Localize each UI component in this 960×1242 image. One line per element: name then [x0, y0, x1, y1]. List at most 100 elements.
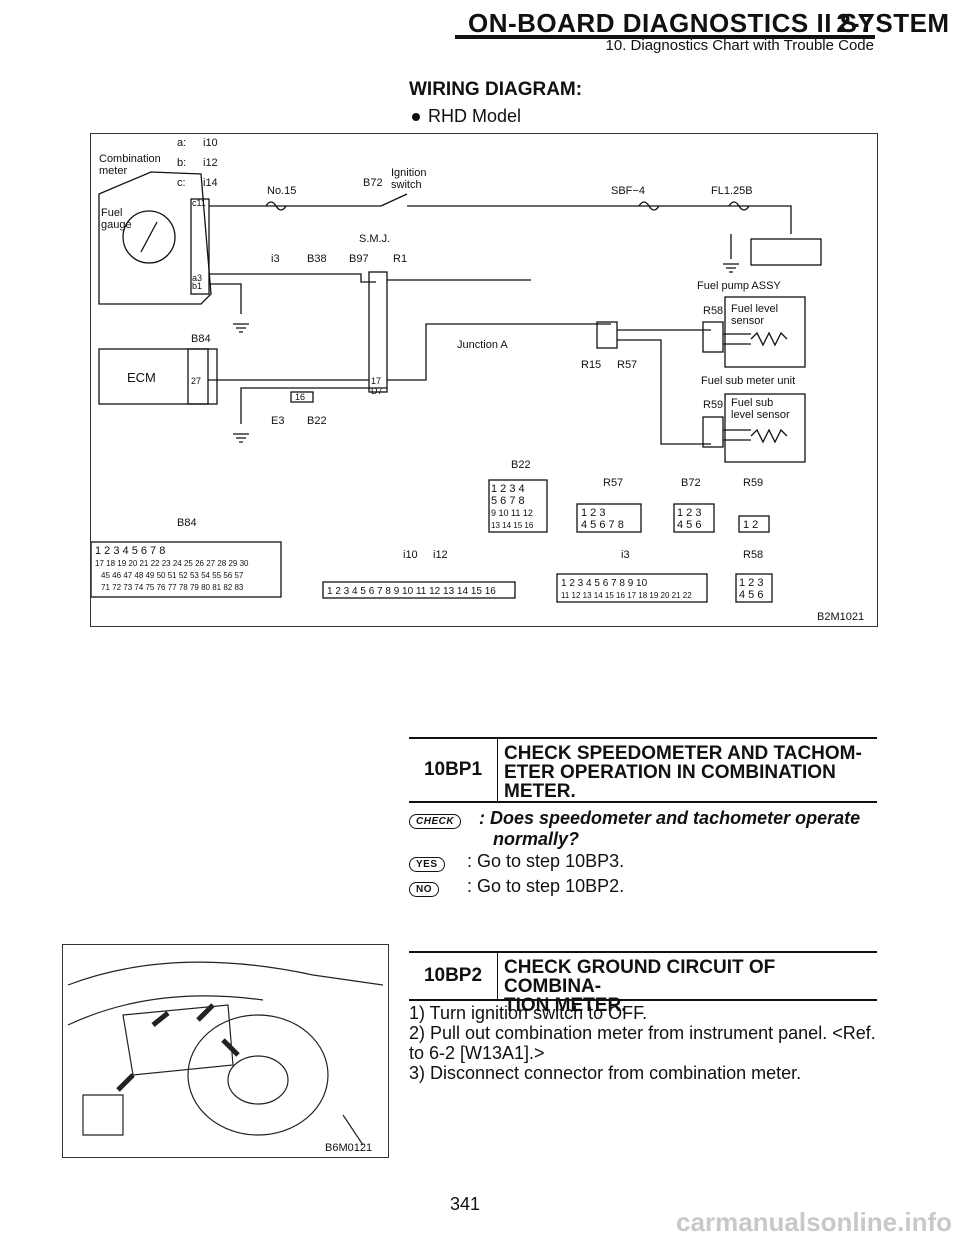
arrow-icon-1	[151, 1011, 170, 1027]
yes-prefix: : Go to step	[467, 851, 566, 871]
i10-i12-connector-face	[322, 581, 516, 599]
instruction-2: 2) Pull out combination meter from instr…	[409, 1023, 876, 1043]
photo-figure-id: B6M0121	[325, 1142, 372, 1154]
label-e3: E3	[271, 415, 284, 427]
b72-connector-face	[673, 503, 715, 533]
fuel-gauge-needle	[140, 221, 158, 253]
wire-b1	[209, 273, 376, 283]
yes-step-link[interactable]: 10BP3	[565, 851, 620, 871]
combination-meter-photo: B6M0121	[62, 944, 389, 1158]
instruction-2-ref: to 6-2 [W13A1].>	[409, 1043, 545, 1063]
label-b97: B97	[349, 253, 369, 265]
label-i10: i10	[203, 137, 218, 149]
combination-meter-outline	[98, 171, 212, 305]
steering-wheel-outline	[187, 1014, 329, 1136]
no-badge-icon: NO	[409, 882, 439, 897]
i3-row-1: 1 2 3 4 5 6 7 8 9 10	[561, 578, 648, 589]
check-question-text: : Does speedometer and tachometer operat…	[479, 808, 879, 850]
wiring-diagram-figure: Combination meter a: b: c: i10 i12 i14 F…	[90, 133, 878, 627]
step-10bp1-header: 10BP1 CHECK SPEEDOMETER AND TACHOM- ETER…	[409, 737, 877, 803]
label-b22-face: B22	[511, 459, 531, 471]
no-answer-row: NO : Go to step 10BP2.	[409, 876, 624, 897]
fuel-sub-resistor	[750, 428, 788, 444]
b22-row-3: 9 10 11 12	[491, 508, 533, 518]
step-10bp2-title-line-1: CHECK GROUND CIRCUIT OF COMBINA-	[504, 957, 776, 997]
r58-row-2: 4 5 6	[739, 589, 763, 601]
r57-connector-face	[576, 503, 642, 533]
label-smj: S.M.J.	[359, 233, 390, 245]
fuel-sub-meter-box	[724, 393, 806, 463]
b72-row-1: 1 2 3	[677, 507, 701, 519]
wiring-diagram-heading: WIRING DIAGRAM:	[409, 79, 583, 100]
label-a3: a3	[192, 273, 202, 283]
step-10bp1-title-line-3: METER.	[504, 781, 576, 802]
label-fuel-pump-assy: Fuel pump ASSY	[697, 280, 781, 292]
bullet-icon	[412, 113, 420, 122]
step-10bp1-title-line-1: CHECK SPEEDOMETER AND TACHOM-	[504, 743, 862, 764]
wiring-diagram-svg: Combination meter a: b: c: i10 i12 i14 F…	[90, 137, 864, 623]
label-pin27: 27	[191, 376, 201, 386]
step-10bp2-id: 10BP2	[409, 953, 498, 999]
label-fuel-gauge-1: Fuel	[101, 207, 122, 219]
fuse-fl-symbol	[728, 201, 750, 211]
label-sbf4: SBF−4	[611, 185, 645, 197]
label-ignition-switch-2: switch	[391, 179, 422, 191]
smj-block	[368, 271, 388, 393]
label-fuel-level-sensor-1: Fuel level	[731, 303, 778, 315]
step-10bp1-title: CHECK SPEEDOMETER AND TACHOM- ETER OPERA…	[498, 739, 877, 801]
dashboard-top-edge	[67, 961, 384, 986]
steering-hub	[227, 1055, 289, 1105]
vent	[82, 1094, 124, 1136]
b84-row-3: 45 46 47 48 49 50 51 52 53 54 55 56 57	[101, 571, 244, 580]
label-r58-face: R58	[743, 549, 763, 561]
r57-row-1: 1 2 3	[581, 507, 605, 519]
r59-connector	[702, 416, 724, 448]
dashboard-illustration: B6M0121	[67, 961, 384, 1154]
gear-shift	[342, 1114, 364, 1146]
label-conn-a: a:	[177, 137, 186, 149]
label-b72-face: B72	[681, 477, 701, 489]
label-b22: B22	[307, 415, 327, 427]
r59-connector-face	[738, 515, 770, 533]
label-i12-face: i12	[433, 549, 448, 561]
page-number: 341	[450, 1194, 481, 1214]
no-answer-text: : Go to step 10BP2.	[467, 876, 625, 896]
instruction-3: 3) Disconnect connector from combination…	[409, 1063, 802, 1083]
i10-i12-row: 1 2 3 4 5 6 7 8 9 10 11 12 13 14 15 16	[327, 586, 496, 597]
label-conn-b: b:	[177, 157, 186, 169]
label-fuel-gauge-2: gauge	[101, 219, 132, 231]
label-ignition-switch-1: Ignition	[391, 167, 426, 179]
label-i12: i12	[203, 157, 218, 169]
watermark: carmanualsonline.info	[676, 1207, 952, 1237]
b84-connector-face	[90, 541, 282, 598]
r57-row-2: 4 5 6 7 8	[581, 519, 624, 531]
label-pin17: 17	[371, 376, 381, 386]
label-fuel-sub-meter-unit: Fuel sub meter unit	[701, 375, 795, 387]
i3-row-2: 11 12 13 14 15 16 17 18 19 20 21 22	[561, 591, 692, 600]
label-d7: D7	[371, 386, 383, 396]
fuse-no15-symbol	[265, 201, 287, 211]
step-10bp2-instructions: 1) Turn ignition switch to OFF. 2) Pull …	[409, 1003, 879, 1083]
label-r57: R57	[617, 359, 637, 371]
label-r59-face: R59	[743, 477, 763, 489]
ecm-connector	[187, 348, 209, 405]
yes-answer-text: : Go to step 10BP3.	[467, 851, 625, 871]
b22-row-1: 1 2 3 4	[491, 483, 525, 495]
b84-row-2: 17 18 19 20 21 22 23 24 25 26 27 28 29 3…	[95, 559, 249, 568]
yes-badge-icon: YES	[409, 857, 445, 872]
meter-panel	[122, 1004, 234, 1076]
label-fuel-level-sensor-2: sensor	[731, 315, 764, 327]
b84-row-1: 1 2 3 4 5 6 7 8	[95, 545, 165, 557]
no-prefix: : Go to step	[467, 876, 566, 896]
model-label: RHD Model	[428, 106, 522, 126]
meter-connector-block	[190, 198, 210, 295]
no-step-link[interactable]: 10BP2	[565, 876, 620, 896]
model-bullet: RHD Model	[412, 106, 521, 127]
ground-symbol-2	[233, 433, 249, 443]
step-10bp1-id: 10BP1	[409, 739, 498, 801]
ignition-switch-contact	[380, 193, 408, 207]
label-fl125b: FL1.25B	[711, 185, 753, 197]
wire-to-battery	[781, 205, 792, 234]
pin-16-block	[290, 391, 314, 403]
label-i14: i14	[203, 177, 218, 189]
